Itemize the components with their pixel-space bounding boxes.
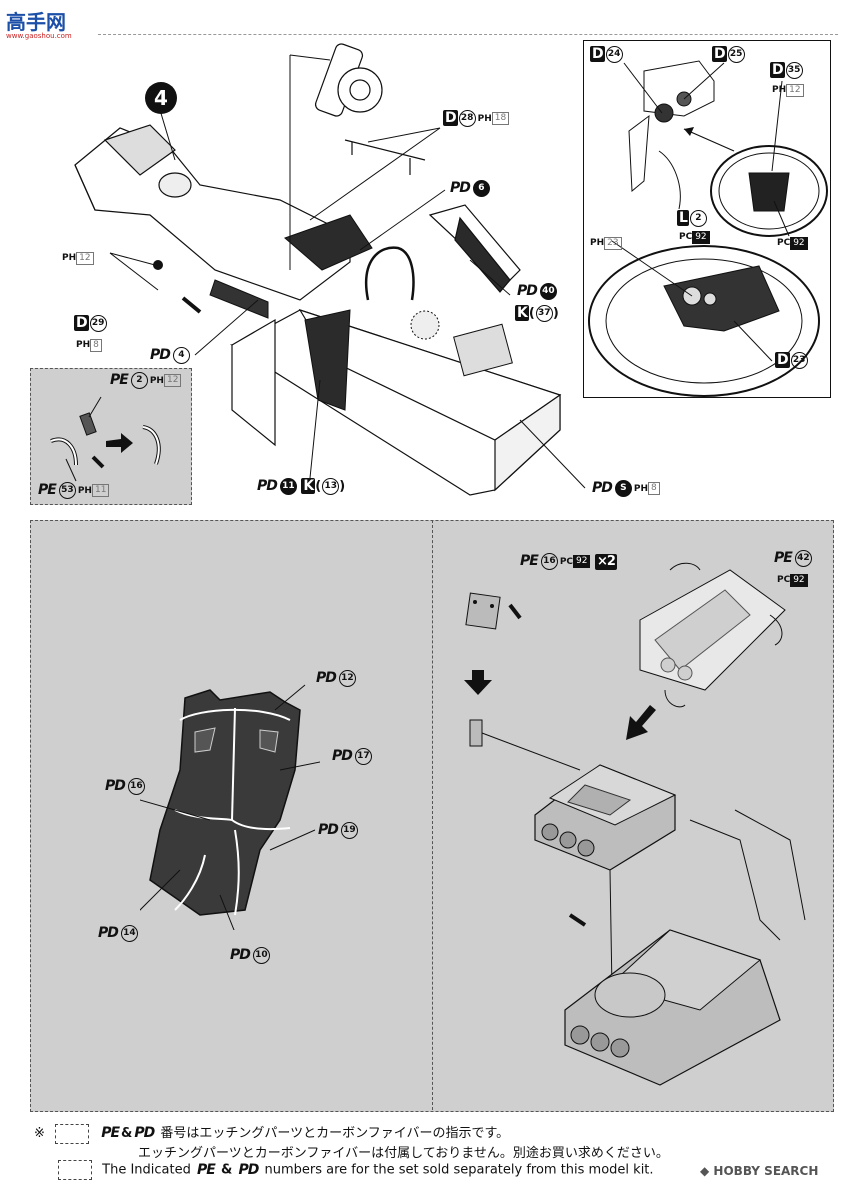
steering-inset-drawing: [588, 60, 828, 397]
carbon-seat-drawing: [140, 684, 320, 930]
gauge-disc: [410, 310, 440, 340]
hobby-search-logo: ◆ HOBBY SEARCH: [700, 1164, 819, 1178]
main-assembly-drawing: [74, 43, 586, 496]
glue-pen: [181, 296, 202, 314]
step-number: 4: [154, 86, 168, 110]
front-frame: [74, 124, 351, 301]
watermark-logo: 高手网 www.gaoshou.com: [6, 6, 72, 40]
hobby-search-icon: ◆: [700, 1164, 710, 1178]
steering-inset-panel: [583, 40, 831, 398]
steering-parts-top: [314, 43, 426, 175]
roll-hoop: [365, 246, 415, 301]
label-k37: K(37): [515, 305, 559, 322]
step-number-badge: 4: [145, 82, 177, 114]
footer-jp-line2: エッチングパーツとカーボンファイバーは付属しておりません。別途お買い求めください…: [138, 1146, 669, 1161]
pe-inset-drawing: [50, 396, 161, 482]
footer-dashbox-1: [55, 1123, 90, 1144]
sidepod-dark: [209, 279, 269, 319]
pe-inset-panel: [30, 368, 192, 505]
top-dashed-rule: [98, 34, 838, 35]
footer-dashbox-2: [58, 1160, 92, 1180]
footer-jp-line1: ※ PE&PD 番号はエッチングパーツとカーボンファイバーの指示です。: [34, 1122, 509, 1144]
footer-en-line: The Indicated PE & PD numbers are for th…: [58, 1160, 654, 1180]
panel-divider: [432, 520, 433, 1110]
watermark-sub: www.gaoshou.com: [6, 32, 72, 40]
pe-frame-drawing: [464, 562, 806, 1086]
ecu-box: [453, 323, 513, 377]
floor-dark: [284, 214, 373, 271]
leader-lines: [109, 54, 586, 489]
watermark-main: 高手网: [6, 10, 66, 34]
footer-mark: ※: [34, 1126, 45, 1141]
footer-jp1-text: 番号はエッチングパーツとカーボンファイバーの指示です。: [160, 1126, 510, 1141]
bolt-part: [153, 260, 163, 270]
tub-dark-strip: [304, 309, 351, 411]
